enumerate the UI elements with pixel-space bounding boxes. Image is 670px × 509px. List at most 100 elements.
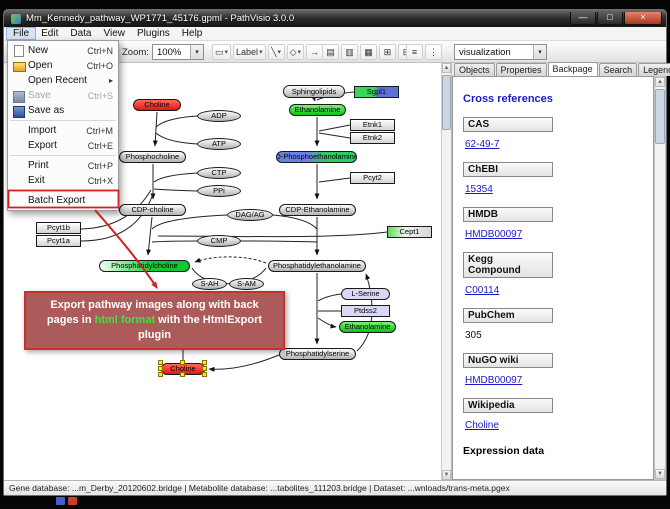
selection-handle[interactable] xyxy=(202,372,207,377)
xref-link-chebi[interactable]: 15354 xyxy=(465,184,493,195)
selection-handle[interactable] xyxy=(180,360,185,365)
pathway-node-ppi[interactable]: PPi xyxy=(197,185,241,197)
file-menu-item-save-as[interactable]: Save as xyxy=(8,103,118,118)
menu-view[interactable]: View xyxy=(103,27,125,39)
taskbar-fragment-icon xyxy=(68,497,77,505)
pathway-node-pcyt1a[interactable]: Pcyt1a xyxy=(36,235,81,247)
canvas-scrollbar[interactable]: ▲ ▼ xyxy=(441,63,451,480)
selection-handle[interactable] xyxy=(202,360,207,365)
file-menu-item-open-recent[interactable]: Open Recent▸ xyxy=(8,73,118,88)
close-button[interactable]: × xyxy=(624,12,662,25)
chevron-down-icon: ▾ xyxy=(533,45,546,59)
shape-tool-icon: ◇ xyxy=(289,46,297,57)
scroll-down-icon[interactable]: ▼ xyxy=(442,470,451,480)
xref-link-wikipedia[interactable]: Choline xyxy=(465,420,499,431)
shape-tool-button[interactable]: ◇▾ xyxy=(286,44,305,60)
pathway-node-ethanolamine[interactable]: Ethanolamine xyxy=(289,104,346,116)
xref-link-kegg-compound[interactable]: C00114 xyxy=(465,285,500,296)
pathway-node-cmp[interactable]: CMP xyxy=(197,235,241,247)
zoom-combobox[interactable]: 100% ▾ xyxy=(152,44,204,60)
pathway-node-ethanolamine[interactable]: Ethanolamine xyxy=(339,321,396,333)
pathway-node-adp[interactable]: ADP xyxy=(197,110,241,122)
xref-link-cas[interactable]: 62-49-7 xyxy=(465,139,500,150)
pathway-node-pcyt2[interactable]: Pcyt2 xyxy=(350,172,395,184)
pathway-node-phosphocholine[interactable]: Phosphocholine xyxy=(119,151,186,163)
scroll-up-icon[interactable]: ▲ xyxy=(442,63,451,73)
file-menu-item-label: Batch Export xyxy=(28,195,86,206)
pathway-node-etnk2[interactable]: Etnk2 xyxy=(350,132,395,144)
annotation-text: Export pathway images along with back pa… xyxy=(46,299,259,326)
visualization-combobox[interactable]: visualization ▾ xyxy=(454,44,547,60)
backpage-scrollbar[interactable]: ▲ ▼ xyxy=(654,76,666,480)
tab-properties[interactable]: Properties xyxy=(495,63,547,76)
selection-handle[interactable] xyxy=(158,360,163,365)
menu-plugins[interactable]: Plugins xyxy=(136,27,170,39)
label-tool-button[interactable]: Label▾ xyxy=(233,44,266,60)
pathway-node-o-phosphoethanolamine[interactable]: O-Phosphoethanolamine xyxy=(276,151,357,163)
align-right-button[interactable]: ▦ xyxy=(360,44,377,60)
chevron-down-icon: ▾ xyxy=(297,49,302,56)
pathway-node-atp[interactable]: ATP xyxy=(197,138,241,150)
minimize-button[interactable]: — xyxy=(570,12,596,25)
pathway-node-ptdss2[interactable]: Ptdss2 xyxy=(341,305,390,317)
align-top-button[interactable]: ⊞ xyxy=(379,44,396,60)
pathway-node-sgpl1[interactable]: Sgpl1 xyxy=(354,86,399,98)
backpage-scrollbar-thumb[interactable] xyxy=(655,89,665,144)
maximize-button[interactable]: □ xyxy=(597,12,623,25)
menu-file[interactable]: File xyxy=(5,26,37,40)
file-menu-item-batch-export[interactable]: Batch Export xyxy=(8,193,118,208)
canvas-scrollbar-thumb[interactable] xyxy=(442,75,451,130)
xref-link-nugo-wiki[interactable]: HMDB00097 xyxy=(465,375,523,386)
pathway-node-phosphatidylcholine[interactable]: Phosphatidylcholine xyxy=(99,260,190,272)
tab-search[interactable]: Search xyxy=(598,63,638,76)
selection-handle[interactable] xyxy=(158,372,163,377)
align-center-button[interactable]: ▥ xyxy=(341,44,358,60)
scroll-down-icon[interactable]: ▼ xyxy=(655,469,665,479)
align-left-button[interactable]: ▤ xyxy=(322,44,339,60)
file-menu-item-label: New xyxy=(28,45,49,56)
pathway-node-pcyt1b[interactable]: Pcyt1b xyxy=(36,222,81,234)
selection-handle[interactable] xyxy=(180,372,185,377)
pathway-node-etnk1[interactable]: Etnk1 xyxy=(350,119,395,131)
menu-data[interactable]: Data xyxy=(70,27,92,39)
selection-handle[interactable] xyxy=(158,366,163,371)
pathway-node-s-ah[interactable]: S-AH xyxy=(192,278,227,290)
file-menu-item-label: Exit xyxy=(28,175,45,186)
pathway-node-phosphatidylethanolamine[interactable]: Phosphatidylethanolamine xyxy=(268,260,366,272)
pathway-node-s-am[interactable]: S-AM xyxy=(229,278,264,290)
cross-references-heading: Cross references xyxy=(463,93,553,105)
pathway-node-ctp[interactable]: CTP xyxy=(197,167,241,179)
pathway-node-phosphatidylserine[interactable]: Phosphatidylserine xyxy=(279,348,356,360)
xref-link-hmdb[interactable]: HMDB00097 xyxy=(465,229,523,240)
file-menu-item-shortcut: Ctrl+O xyxy=(86,60,113,71)
line-tool-button[interactable]: ╲▾ xyxy=(267,44,285,60)
menu-help[interactable]: Help xyxy=(181,27,203,39)
datanode-tool-button[interactable]: ▭▾ xyxy=(212,44,232,60)
pathway-node-cdp-choline[interactable]: CDP-choline xyxy=(119,204,186,216)
stack-horizontal-button[interactable]: ≡ xyxy=(406,44,423,60)
tab-backpage[interactable]: Backpage xyxy=(547,62,598,76)
pathway-node-l-serine[interactable]: L-Serine xyxy=(341,288,390,300)
pathway-node-sphingolipids[interactable]: Sphingolipids xyxy=(283,85,345,98)
pathway-node-dag-ag[interactable]: DAG/AG xyxy=(227,209,273,221)
menu-edit[interactable]: Edit xyxy=(41,27,59,39)
pathway-node-cdp-ethanolamine[interactable]: CDP-Ethanolamine xyxy=(279,204,356,216)
pathway-node-cept1[interactable]: Cept1 xyxy=(387,226,432,238)
tab-objects[interactable]: Objects xyxy=(454,63,495,76)
stack-vertical-button[interactable]: ⋮ xyxy=(425,44,442,60)
pathway-node-choline[interactable]: Choline xyxy=(133,99,181,111)
titlebar[interactable]: Mm_Kennedy_pathway_WP1771_45176.gpml - P… xyxy=(4,10,666,27)
tab-legend[interactable]: Legend xyxy=(638,63,670,76)
selection-handle[interactable] xyxy=(202,366,207,371)
scroll-up-icon[interactable]: ▲ xyxy=(655,77,665,87)
file-menu-item-label: Import xyxy=(28,125,57,136)
connector-tool-button[interactable]: → xyxy=(306,44,324,60)
